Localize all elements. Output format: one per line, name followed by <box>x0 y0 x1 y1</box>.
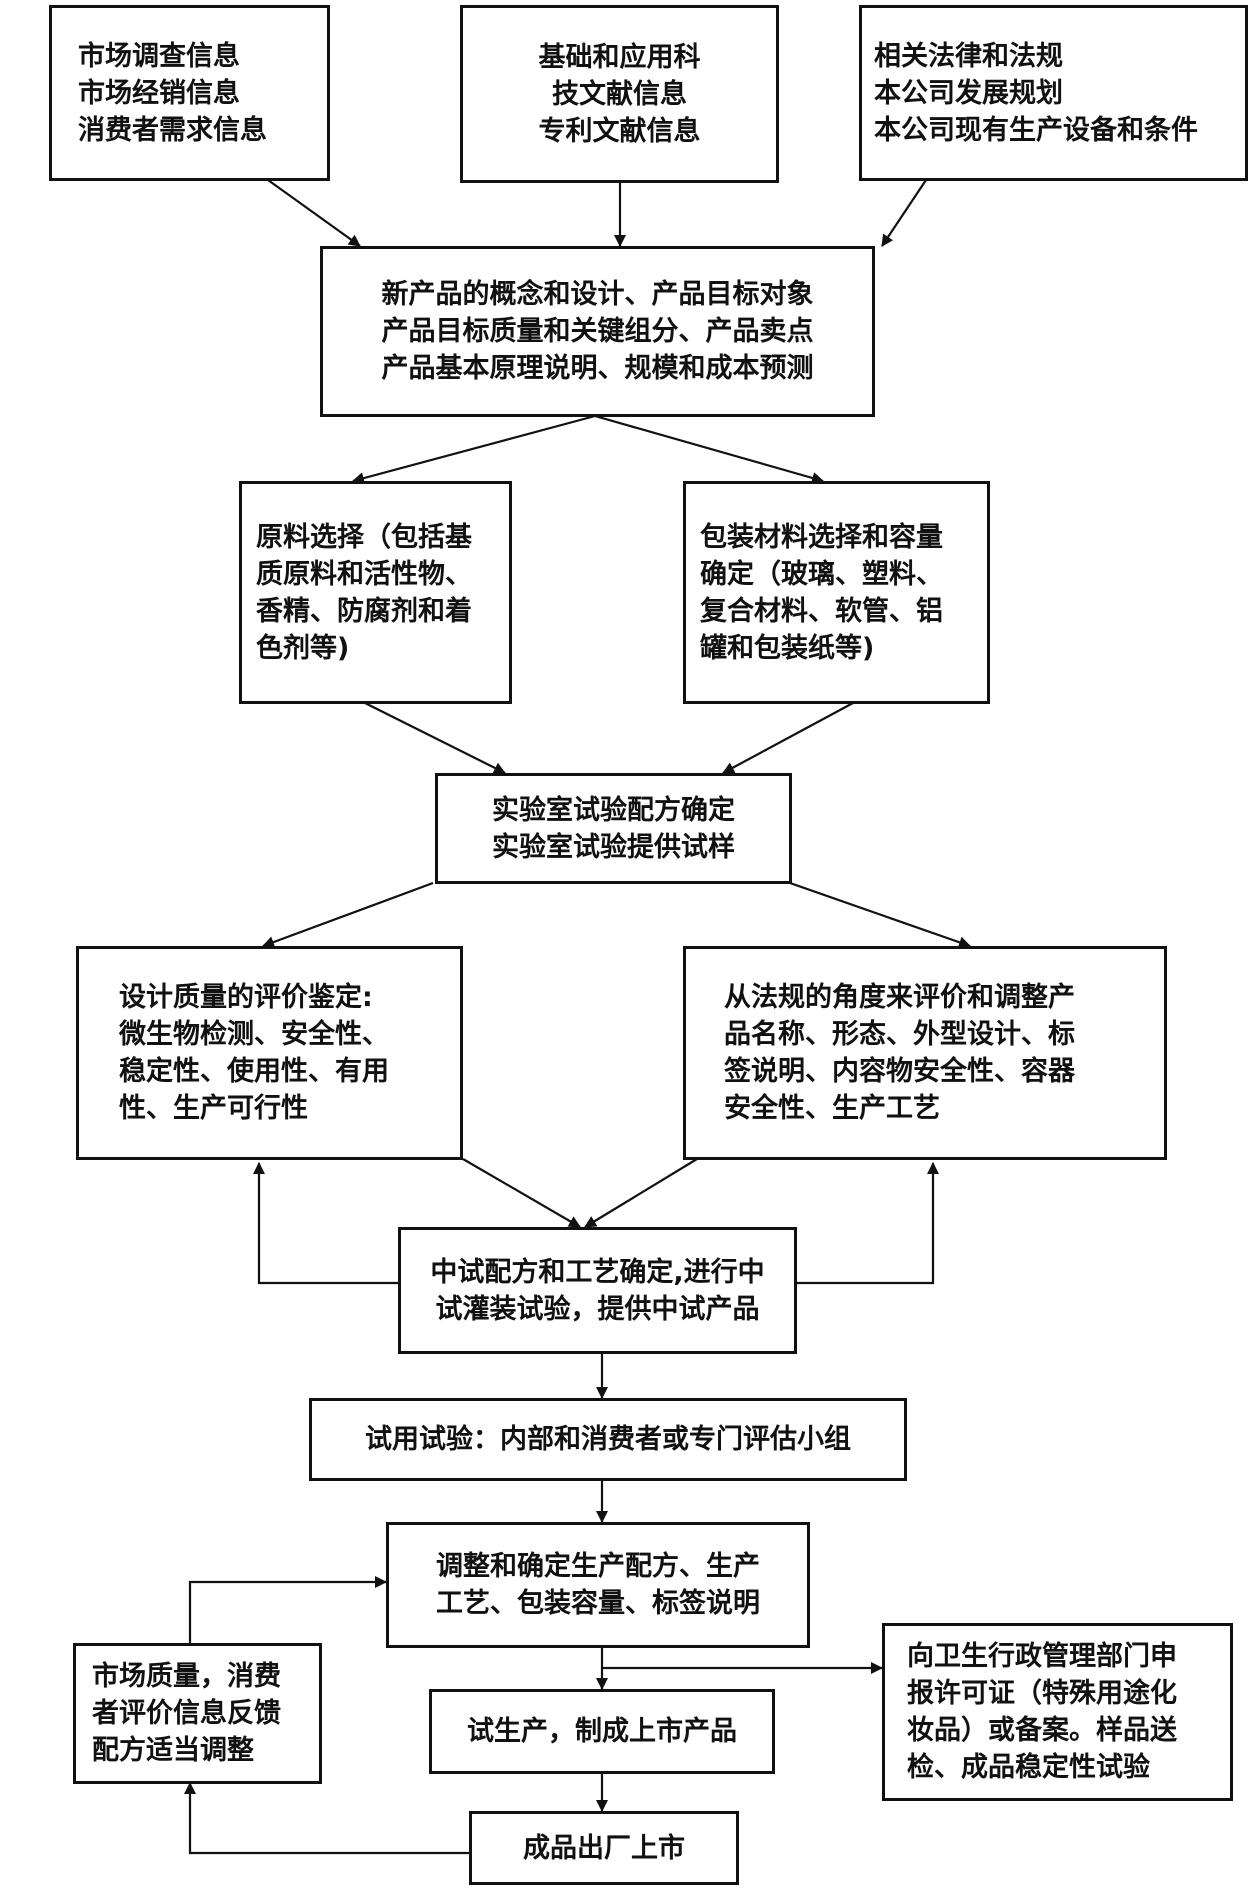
arrow-concept-to-packaging <box>594 414 824 484</box>
node-text: 香精、防腐剂和着 <box>256 595 472 627</box>
node-text: 微生物检测、安全性、 <box>119 1019 389 1050</box>
node-text: 新产品的概念和设计、产品目标对象 <box>381 279 814 310</box>
node-text: 配方适当调整 <box>92 1735 254 1766</box>
arrow-packaging-to-lab <box>722 702 854 774</box>
node-text: 设计质量的评价鉴定: <box>119 982 373 1013</box>
node-text: 包装材料选择和容量 <box>700 521 943 553</box>
arrow-quality-to-pilot <box>462 1158 581 1228</box>
node-text: 技文献信息 <box>552 78 687 110</box>
arrow-lab-to-regulation <box>789 881 971 949</box>
node-text: 调整和确定生产配方、生产 <box>436 1551 760 1582</box>
node-text: 品名称、形态、外型设计、标 <box>724 1019 1075 1050</box>
node-text: 市场经销信息 <box>78 77 240 109</box>
arrow-market-to-concept <box>267 179 361 247</box>
node-raw-material: 原料选择（包括基 质原料和活性物、 香精、防腐剂和着 色剂等) <box>239 481 512 704</box>
node-text: 试生产，制成上市产品 <box>467 1716 737 1747</box>
node-text: 相关法律和法规 <box>874 40 1063 72</box>
node-trial-use: 试用试验：内部和消费者或专门评估小组 <box>309 1398 907 1481</box>
node-text: 性、生产可行性 <box>119 1093 308 1124</box>
node-text: 产品目标质量和关键组分、产品卖点 <box>381 316 814 347</box>
node-text: 消费者需求信息 <box>78 114 267 146</box>
node-text: 妆品）或备案。样品送 <box>907 1715 1177 1746</box>
node-text: 市场调查信息 <box>78 40 240 72</box>
node-concept-design: 新产品的概念和设计、产品目标对象 产品目标质量和关键组分、产品卖点 产品基本原理… <box>320 246 875 417</box>
node-text: 从法规的角度来评价和调整产 <box>724 982 1075 1013</box>
node-text: 工艺、包装容量、标签说明 <box>436 1588 760 1619</box>
node-permit: 向卫生行政管理部门申 报许可证（特殊用途化 妆品）或备案。样品送 检、成品稳定性… <box>882 1623 1233 1801</box>
arrow-raw-to-lab <box>364 702 506 774</box>
node-text: 报许可证（特殊用途化 <box>907 1678 1177 1709</box>
node-text: 本公司现有生产设备和条件 <box>874 114 1198 146</box>
node-text: 产品基本原理说明、规模和成本预测 <box>381 353 814 384</box>
node-quality-eval: 设计质量的评价鉴定: 微生物检测、安全性、 稳定性、使用性、有用 性、生产可行性 <box>76 946 463 1160</box>
arrow-regulations-to-concept <box>881 179 927 247</box>
arrow-regulation-to-pilot <box>584 1158 698 1228</box>
node-trial-production: 试生产，制成上市产品 <box>429 1689 775 1774</box>
node-text: 签说明、内容物安全性、容器 <box>724 1056 1075 1087</box>
node-text: 者评价信息反馈 <box>92 1698 281 1729</box>
node-pilot-test: 中试配方和工艺确定,进行中 试灌装试验，提供中试产品 <box>398 1227 797 1354</box>
node-text: 试灌装试验，提供中试产品 <box>435 1293 760 1325</box>
node-text: 实验室试验配方确定 <box>492 794 735 826</box>
arrow-launch-to-feedback <box>184 1782 469 1855</box>
node-text: 原料选择（包括基 <box>256 521 472 553</box>
node-text: 市场质量，消费 <box>92 1661 281 1692</box>
arrow-pilot-feedback-regulation <box>797 1162 939 1285</box>
node-text: 向卫生行政管理部门申 <box>907 1641 1177 1672</box>
node-market-info: 市场调查信息 市场经销信息 消费者需求信息 <box>49 5 330 181</box>
node-packaging-material: 包装材料选择和容量 确定（玻璃、塑料、 复合材料、软管、铝 罐和包装纸等) <box>683 481 990 704</box>
arrow-lab-to-quality <box>262 881 434 948</box>
arrow-feedback-to-adjust <box>188 1576 387 1643</box>
node-text: 中试配方和工艺确定,进行中 <box>430 1256 765 1288</box>
node-market-feedback: 市场质量，消费 者评价信息反馈 配方适当调整 <box>73 1643 322 1784</box>
node-text: 检、成品稳定性试验 <box>907 1752 1150 1783</box>
node-adjust-formula: 调整和确定生产配方、生产 工艺、包装容量、标签说明 <box>386 1522 810 1648</box>
node-text: 复合材料、软管、铝 <box>700 595 943 627</box>
node-lab-test: 实验室试验配方确定 实验室试验提供试样 <box>435 773 792 884</box>
node-text: 质原料和活性物、 <box>256 558 472 590</box>
arrow-pilot-feedback-quality <box>253 1162 398 1285</box>
node-text: 试用试验：内部和消费者或专门评估小组 <box>365 1424 851 1455</box>
node-text: 安全性、生产工艺 <box>724 1093 940 1124</box>
node-text: 成品出厂上市 <box>523 1832 685 1864</box>
node-literature-info: 基础和应用科 技文献信息 专利文献信息 <box>460 5 779 183</box>
node-text: 基础和应用科 <box>538 41 701 73</box>
node-text: 确定（玻璃、塑料、 <box>700 558 943 590</box>
arrow-concept-to-raw <box>352 414 596 484</box>
node-text: 罐和包装纸等) <box>700 632 875 664</box>
node-text: 实验室试验提供试样 <box>492 831 735 863</box>
node-text: 本公司发展规划 <box>874 77 1063 109</box>
node-text: 专利文献信息 <box>538 115 701 147</box>
node-text: 色剂等) <box>256 632 350 664</box>
node-regulations-info: 相关法律和法规 本公司发展规划 本公司现有生产设备和条件 <box>859 5 1248 181</box>
node-product-launch: 成品出厂上市 <box>469 1811 739 1885</box>
node-text: 稳定性、使用性、有用 <box>119 1056 389 1087</box>
node-regulation-eval: 从法规的角度来评价和调整产 品名称、形态、外型设计、标 签说明、内容物安全性、容… <box>683 946 1167 1160</box>
